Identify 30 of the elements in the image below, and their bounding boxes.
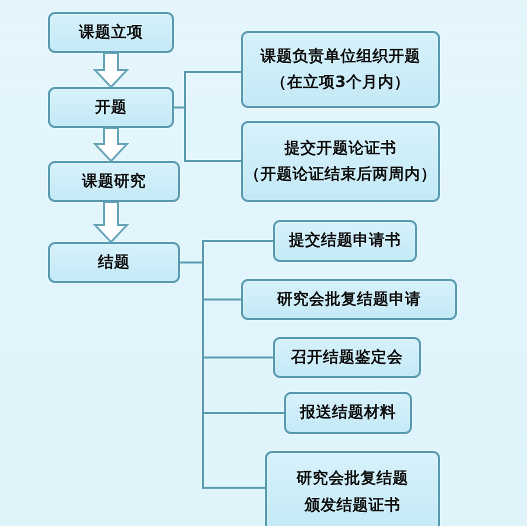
connector-line [174, 106, 241, 162]
box-text: 报送结题材料 [300, 404, 396, 422]
process-box [48, 242, 180, 283]
connector-line [180, 262, 265, 489]
box-text: 召开结题鉴定会 [291, 348, 403, 366]
process-box [241, 279, 457, 320]
process-box [265, 451, 440, 526]
process-box [48, 161, 180, 202]
box-text: 研究会批复结题申请 [277, 290, 421, 308]
box-text: 提交开题论证书 [284, 140, 396, 157]
process-box [48, 12, 174, 53]
box-text: （开题论证结束后两周内） [244, 166, 436, 184]
hollow-arrow [92, 201, 130, 244]
box-text: （在立项3个月内） [271, 74, 410, 92]
box-text: 结题 [98, 254, 130, 272]
box-text: 颁发结题证书 [304, 496, 400, 514]
process-box [284, 392, 412, 434]
box-text: 课题立项 [79, 24, 143, 42]
process-box [48, 87, 174, 128]
process-box [273, 337, 421, 378]
hollow-arrow [92, 127, 130, 162]
box-text: 研究会批复结题 [296, 470, 408, 488]
process-box [241, 121, 440, 202]
box-text: 课题负责单位组织开题 [260, 48, 420, 65]
process-box [241, 31, 440, 108]
process-box [273, 220, 417, 262]
hollow-arrow [92, 52, 130, 88]
box-text: 提交结题申请书 [289, 232, 401, 250]
box-text: 开题 [95, 98, 127, 116]
box-text: 课题研究 [82, 172, 146, 190]
